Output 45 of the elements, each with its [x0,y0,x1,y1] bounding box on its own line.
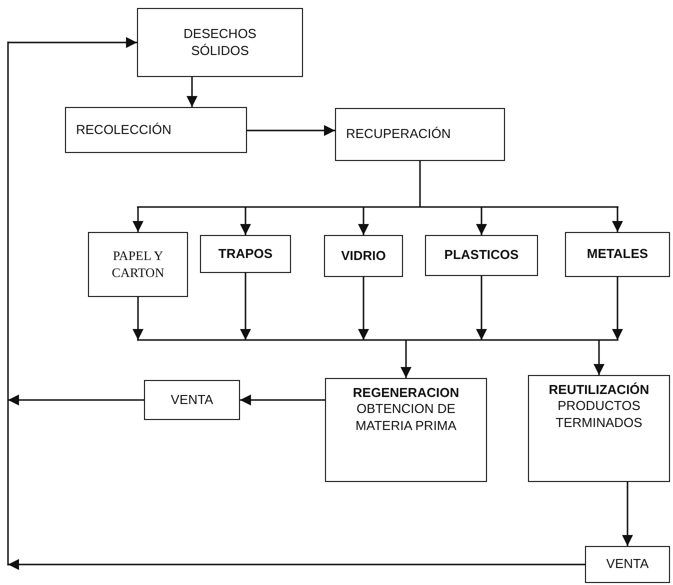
node-description: OBTENCION DE MATERIA PRIMA [354,401,458,434]
process-box [200,235,291,273]
node-label: METALES [586,246,648,263]
node-label: DESECHOS SÓLIDOS [183,26,257,59]
arrow [358,277,369,340]
node-label: PLASTICOS [444,247,519,264]
node-label: RECUPERACIÓN [346,126,451,143]
arrow [240,207,251,235]
arrow [186,77,198,107]
process-box [324,235,403,277]
process-box [528,375,670,482]
process-box [144,380,240,420]
node-label: REUTILIZACIÓN [548,382,650,398]
node-label: RECOLECCIÓN [76,122,172,138]
arrow [476,276,487,340]
node-label: VIDRIO [341,248,386,264]
arrow [358,207,369,235]
arrow [240,394,325,406]
arrow [8,559,585,570]
arrow [612,277,623,340]
arrow [132,297,144,340]
process-box [88,232,188,297]
arrow [240,273,251,340]
process-box [565,232,670,277]
process-box [325,378,487,482]
arrow [8,37,137,48]
node-label: VENTA [606,556,649,573]
node-label: REGENERACION [352,385,460,402]
arrow [622,482,633,546]
node-label: PAPEL Y CARTON [110,248,166,281]
process-box [585,546,670,583]
process-box [137,8,303,77]
arrow [612,207,623,232]
arrow [247,125,335,136]
process-box [335,108,505,161]
process-box [65,107,247,153]
node-label: TRAPOS [218,246,273,262]
arrow [594,340,604,375]
arrow [476,207,487,235]
arrow [132,207,144,232]
arrow [8,394,144,406]
node-description: PRODUCTOS TERMINADOS [554,398,644,431]
node-label: VENTA [170,392,214,408]
process-box [425,235,538,276]
arrow [400,340,412,378]
